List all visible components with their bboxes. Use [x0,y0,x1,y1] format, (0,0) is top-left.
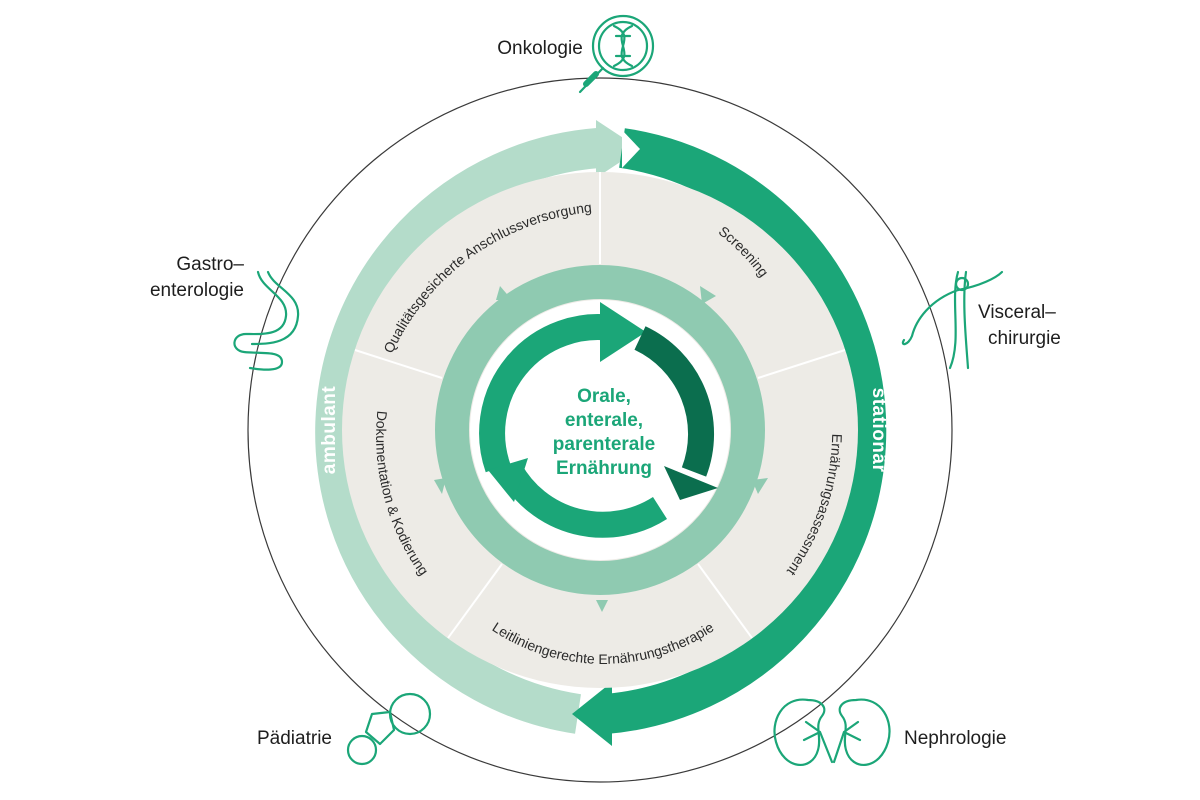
svg-text:Nephrologie: Nephrologie [904,728,1006,749]
svg-text:parenterale: parenterale [553,434,655,455]
svg-text:Ernährung: Ernährung [556,458,652,479]
specialty-gastroenterologie: Gastro– enterologie [150,254,300,371]
magnifier-dna-icon [578,14,655,94]
intestine-icon [233,270,300,371]
svg-text:enterologie: enterologie [150,280,244,301]
inner-cycle-arrows [479,302,718,538]
ambulant-arc: ambulant [315,120,640,734]
pacifier-icon [346,692,432,766]
stationaer-label: stationär [868,388,889,473]
specialty-visceralchirurgie: Visceral– chirurgie [901,270,1061,370]
outer-circle [247,77,953,783]
center-title: Orale, enterale, parenterale Ernährung [553,386,655,479]
kidneys-icon [773,698,891,767]
svg-text:Onkologie: Onkologie [497,38,583,59]
svg-text:enterale,: enterale, [565,410,643,431]
svg-text:Orale,: Orale, [577,386,631,407]
ambulant-label: ambulant [319,386,340,475]
surgical-suture-icon [901,270,1004,370]
middle-ring [434,265,768,612]
specialty-paediatrie: Pädiatrie [257,692,432,766]
svg-text:Visceral–: Visceral– [978,302,1056,323]
specialty-nephrologie: Nephrologie [773,698,1006,767]
svg-text:Pädiatrie: Pädiatrie [257,728,332,749]
svg-text:Gastro–: Gastro– [176,254,244,275]
svg-text:chirurgie: chirurgie [988,328,1061,349]
specialty-onkologie: Onkologie [497,14,655,94]
stationaer-arc: stationär [572,128,889,746]
segment-dividers [354,172,846,639]
